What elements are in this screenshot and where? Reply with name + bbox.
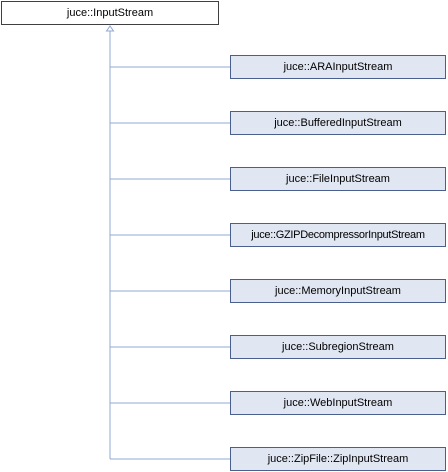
inheritance-connectors — [105, 25, 230, 460]
derived-class-web-input-stream[interactable]: juce::WebInputStream — [230, 391, 446, 415]
derived-class-file-input-stream[interactable]: juce::FileInputStream — [230, 167, 446, 191]
derived-class-gzip-decompressor-input-stream[interactable]: juce::GZIPDecompressorInputStream — [230, 223, 446, 247]
derived-class-ara-input-stream[interactable]: juce::ARAInputStream — [230, 55, 446, 79]
derived-class-zip-input-stream[interactable]: juce::ZipFile::ZipInputStream — [230, 447, 446, 471]
derived-class-buffered-input-stream[interactable]: juce::BufferedInputStream — [230, 111, 446, 135]
derived-class-subregion-stream[interactable]: juce::SubregionStream — [230, 335, 446, 359]
base-class-input-stream[interactable]: juce::InputStream — [1, 1, 219, 25]
derived-class-memory-input-stream[interactable]: juce::MemoryInputStream — [230, 279, 446, 303]
inheritance-arrowhead — [105, 25, 115, 32]
